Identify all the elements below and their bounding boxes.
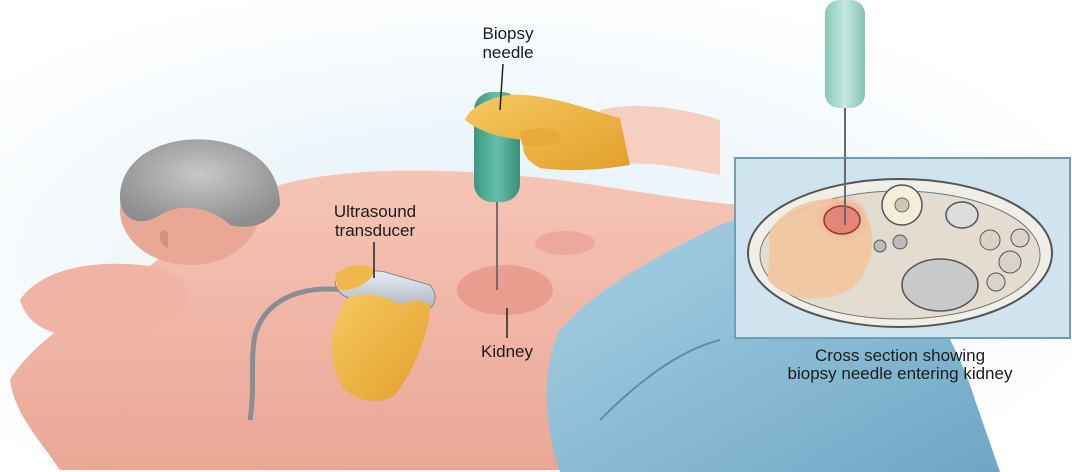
- kidney-label: Kidney: [462, 342, 552, 361]
- ultrasound-label-line2: transducer: [300, 221, 450, 240]
- intestine-1: [980, 230, 1000, 250]
- inset-right-kidney: [946, 202, 978, 228]
- kidney-label-text: Kidney: [462, 342, 552, 361]
- inset-needle-handle: [825, 0, 865, 108]
- aorta: [893, 235, 907, 249]
- inset-caption-line2: biopsy needle entering kidney: [730, 365, 1070, 383]
- biopsy-needle-label-line2: needle: [458, 43, 558, 62]
- vena-cava: [874, 240, 886, 252]
- ultrasound-transducer-label: Ultrasound transducer: [300, 202, 450, 240]
- ultrasound-label-line1: Ultrasound: [300, 202, 450, 221]
- biopsy-needle-label-line1: Biopsy: [458, 24, 558, 43]
- biopsy-needle-label: Biopsy needle: [458, 24, 558, 62]
- intestine-4: [987, 273, 1005, 291]
- intestine-3: [1011, 229, 1029, 247]
- inset-kidney: [824, 206, 860, 234]
- intestine-2: [999, 251, 1021, 273]
- stomach: [902, 259, 978, 311]
- inset-caption: Cross section showing biopsy needle ente…: [730, 347, 1070, 383]
- kidney-left-outline: [535, 231, 595, 255]
- cross-section-inset: [735, 158, 1070, 338]
- inset-caption-line1: Cross section showing: [730, 347, 1070, 365]
- kidney-right-outline: [457, 265, 553, 315]
- spinal-canal: [895, 198, 909, 212]
